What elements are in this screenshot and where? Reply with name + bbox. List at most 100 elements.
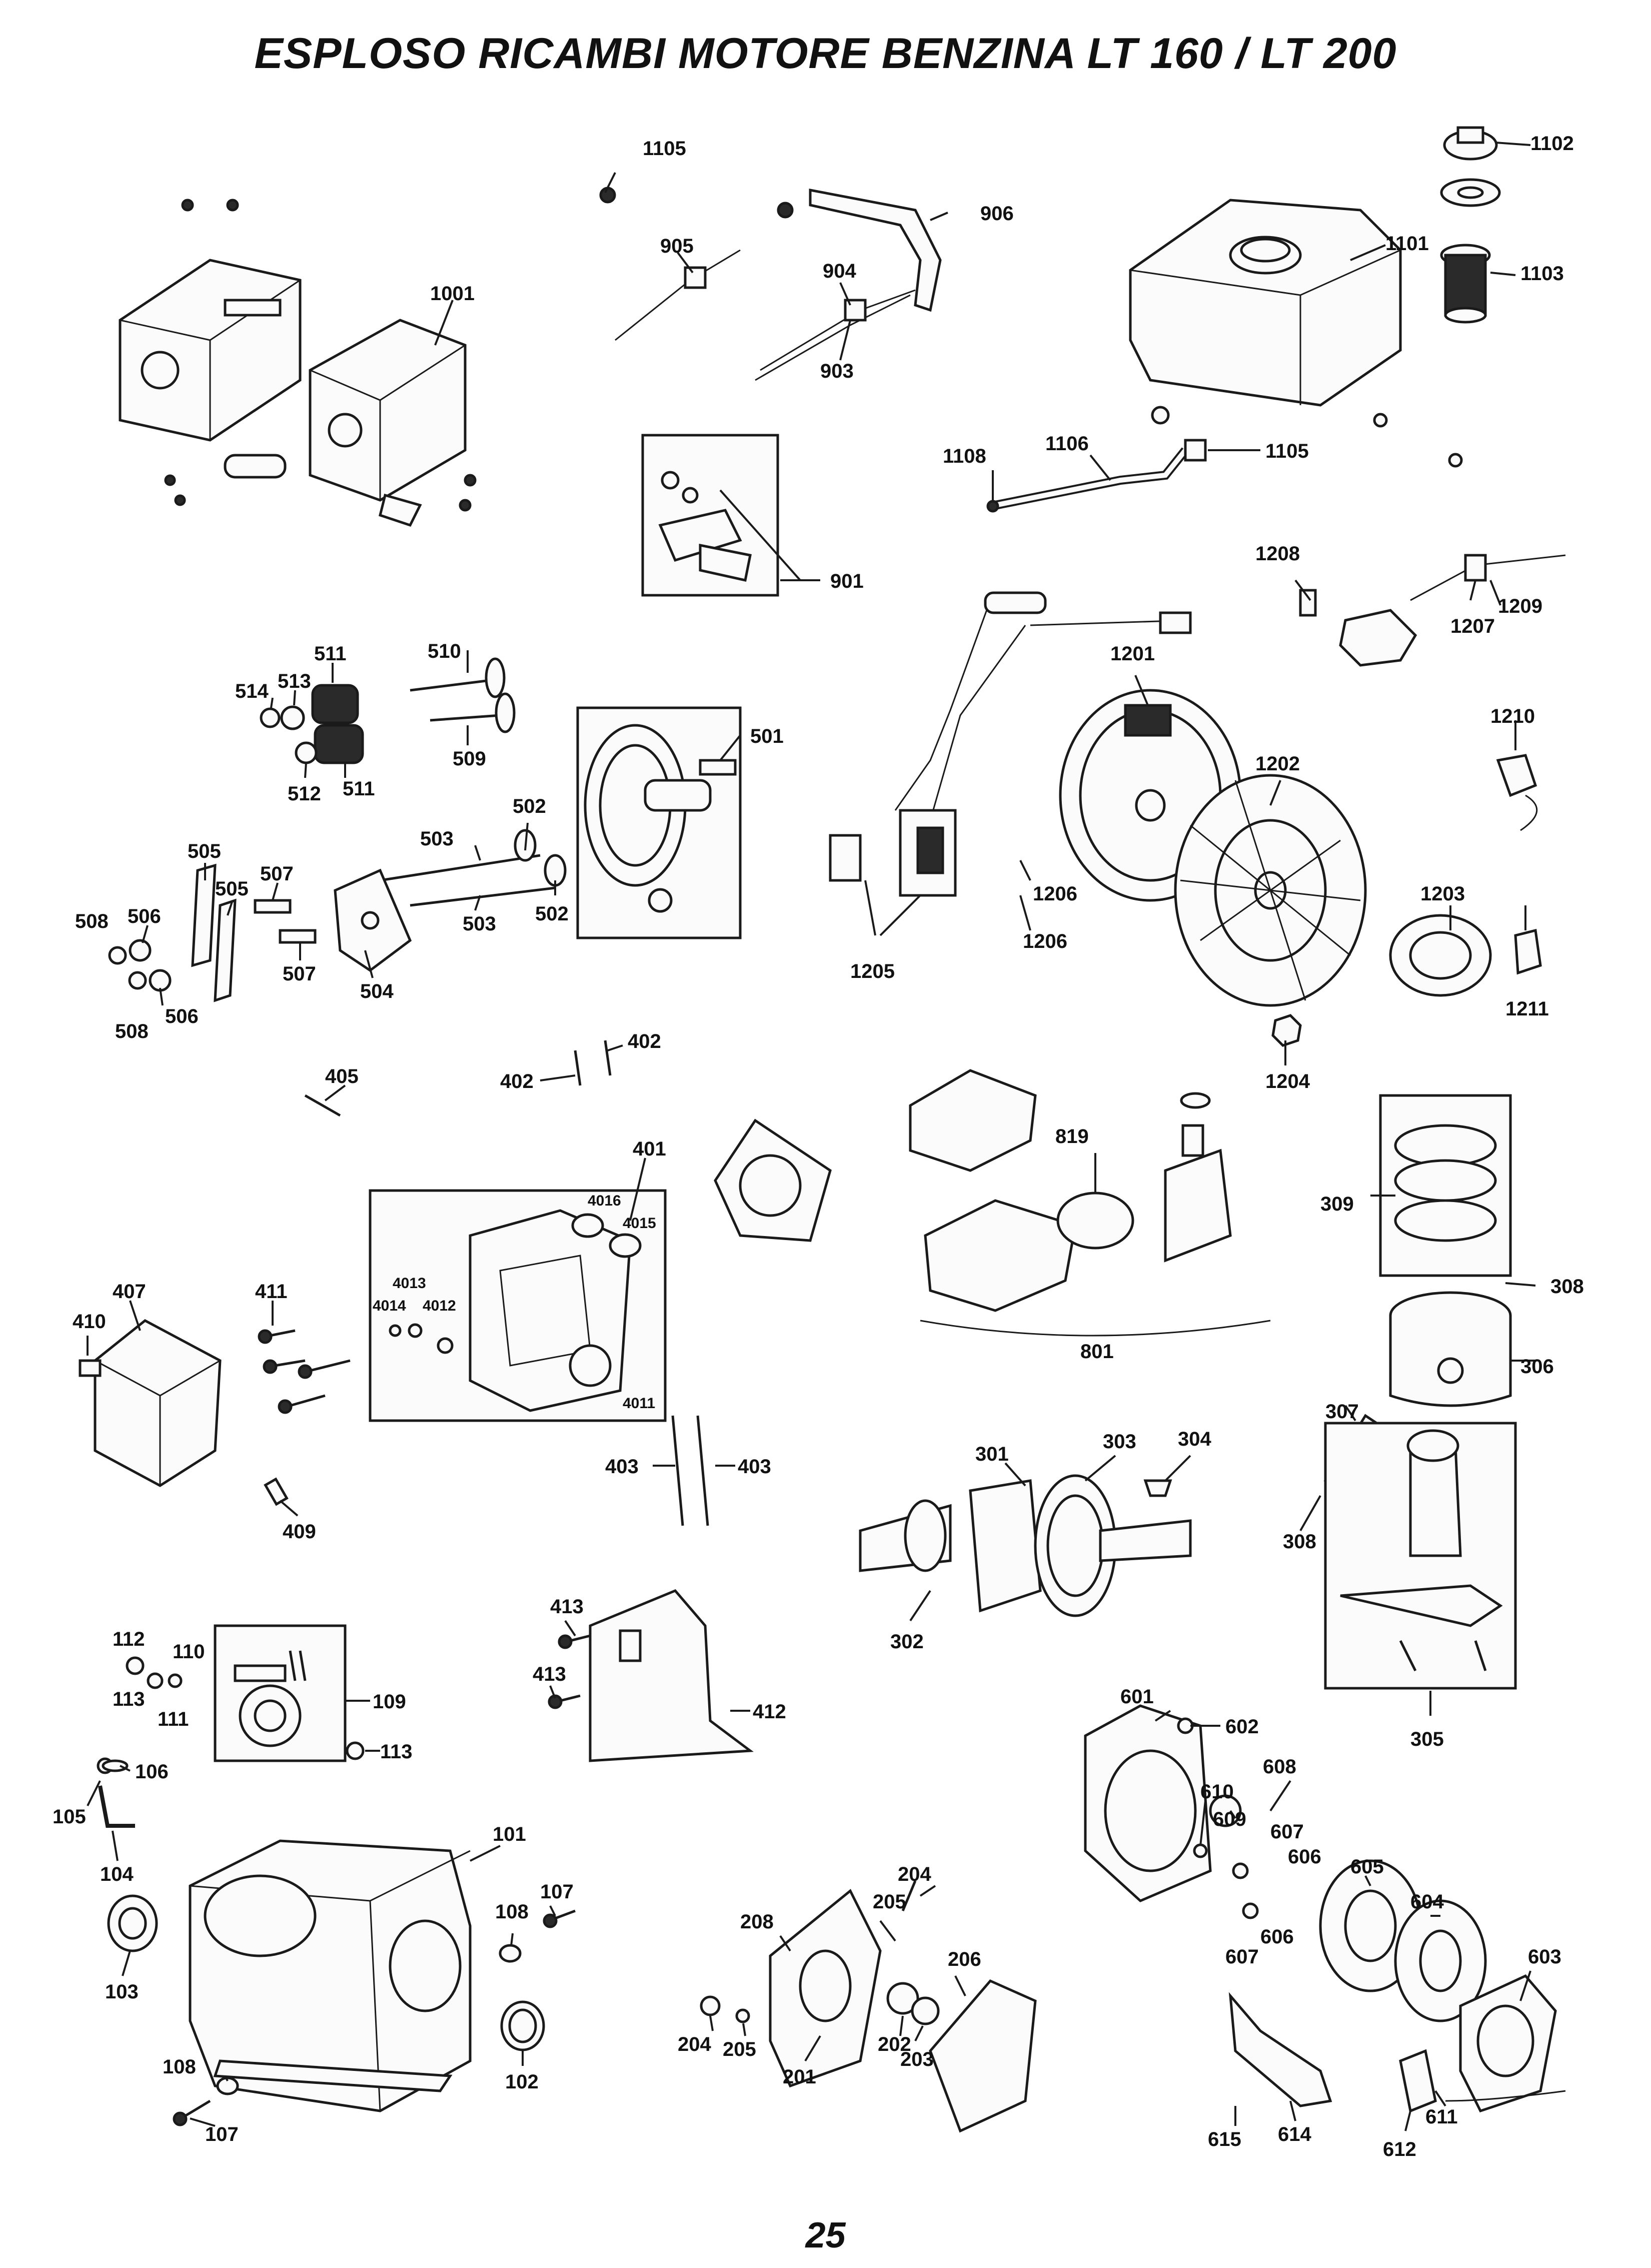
label-1206-b: 1206 (1023, 930, 1067, 952)
label-412: 412 (753, 1701, 786, 1723)
label-204-b: 204 (678, 2033, 711, 2055)
label-608: 608 (1263, 1756, 1296, 1778)
label-413-b: 413 (533, 1663, 566, 1685)
piston-rings-309-drawing (1379, 1094, 1512, 1277)
label-403-b: 403 (738, 1456, 771, 1478)
label-610: 610 (1200, 1781, 1234, 1803)
label-503: 503 (420, 828, 454, 850)
crankcase-cover-412-drawing (548, 1589, 754, 1762)
label-1208: 1208 (1255, 543, 1300, 565)
label-1204: 1204 (1265, 1070, 1310, 1092)
gasket-1211-drawing (1514, 928, 1542, 975)
label-402-b: 402 (500, 1070, 534, 1092)
label-502-b: 502 (535, 903, 569, 925)
label-1206: 1206 (1033, 883, 1077, 905)
label-202: 202 (878, 2033, 911, 2055)
label-110: 110 (173, 1641, 205, 1663)
label-101: 101 (493, 1823, 526, 1845)
label-102: 102 (505, 2071, 539, 2093)
label-1210: 1210 (1490, 705, 1535, 727)
label-615: 615 (1208, 2128, 1241, 2150)
pushrods-503-drawing (380, 829, 567, 907)
label-104: 104 (100, 1863, 134, 1885)
label-614: 614 (1278, 2123, 1311, 2145)
label-502: 502 (513, 795, 546, 817)
label-302: 302 (890, 1631, 924, 1653)
leader-lines (87, 142, 1536, 2131)
label-508: 508 (75, 910, 109, 932)
label-607-b: 607 (1225, 1946, 1259, 1968)
lever-906-drawing (599, 187, 942, 312)
label-611: 611 (1425, 2106, 1458, 2128)
label-1106: 1106 (1045, 433, 1089, 455)
label-601: 601 (1120, 1686, 1154, 1708)
label-106: 106 (135, 1761, 169, 1783)
label-514: 514 (235, 680, 269, 702)
label-113: 113 (113, 1688, 145, 1710)
label-306: 306 (1520, 1356, 1554, 1378)
key-304-drawing (1143, 1479, 1172, 1497)
label-109: 109 (373, 1691, 406, 1713)
label-505: 505 (188, 840, 221, 862)
label-401: 401 (633, 1138, 666, 1160)
label-1102: 1102 (1530, 133, 1574, 155)
piston-306-drawing (1389, 1291, 1512, 1407)
label-303: 303 (1103, 1431, 1136, 1453)
label-1105-b: 1105 (1265, 440, 1309, 462)
fuel-tank-1101-drawing (1129, 199, 1402, 407)
label-507-b: 507 (283, 963, 316, 985)
fuel-strainer-1103-drawing (1440, 244, 1491, 324)
label-402: 402 (628, 1030, 661, 1052)
recoil-starter-603-605-drawing (1228, 1859, 1566, 2113)
side-cover-gasket-203-drawing (929, 1979, 1037, 2133)
rocker-plate-504-drawing (334, 868, 412, 972)
label-301: 301 (975, 1443, 1009, 1465)
label-105: 105 (53, 1806, 86, 1828)
label-203: 203 (900, 2048, 934, 2070)
label-304: 304 (1178, 1428, 1211, 1450)
label-206: 206 (948, 1948, 981, 1970)
label-1202: 1202 (1255, 753, 1300, 775)
label-108: 108 (495, 1901, 529, 1923)
label-511-b: 511 (343, 778, 375, 800)
flywheel-nut-1204-drawing (1271, 1014, 1302, 1047)
page-title: ESPLOSO RICAMBI MOTORE BENZINA LT 160 / … (254, 30, 1397, 78)
label-204: 204 (898, 1863, 931, 1885)
label-905: 905 (660, 235, 694, 257)
governor-109-drawing (126, 1624, 365, 1762)
label-413: 413 (550, 1596, 584, 1618)
label-903: 903 (820, 360, 854, 382)
label-606: 606 (1288, 1846, 1321, 1868)
muffler-1001-drawing (164, 319, 477, 527)
label-4016: 4016 (588, 1193, 621, 1209)
switch-1210-drawing (1496, 754, 1538, 831)
label-112: 112 (113, 1628, 145, 1650)
crankcase-101-drawing (189, 1839, 472, 2112)
label-1105: 1105 (643, 138, 686, 160)
label-4012: 4012 (423, 1298, 456, 1314)
label-904: 904 (823, 260, 856, 282)
label-405: 405 (325, 1065, 359, 1087)
label-906: 906 (980, 203, 1014, 225)
label-305: 305 (1410, 1728, 1444, 1750)
valve-springs-511-drawing (260, 684, 364, 764)
label-509: 509 (453, 748, 486, 770)
label-201: 201 (783, 2066, 816, 2088)
label-308-b: 308 (1283, 1531, 1316, 1553)
label-111: 111 (158, 1708, 189, 1730)
label-1211: 1211 (1505, 998, 1549, 1020)
label-410: 410 (73, 1311, 106, 1333)
label-602: 602 (1225, 1716, 1259, 1738)
label-407: 407 (113, 1281, 146, 1303)
drain-plug-107-108-drawing (173, 1909, 576, 2126)
label-107-b: 107 (205, 2123, 239, 2145)
label-609: 609 (1213, 1808, 1246, 1830)
label-208: 208 (740, 1911, 774, 1933)
label-4013: 4013 (393, 1275, 426, 1292)
ignition-coil-1205-drawing (829, 591, 1192, 897)
cylinder-head-401-drawing (369, 1189, 667, 1422)
label-508-b: 508 (115, 1020, 149, 1042)
label-513: 513 (278, 670, 311, 692)
label-1203: 1203 (1420, 883, 1465, 905)
